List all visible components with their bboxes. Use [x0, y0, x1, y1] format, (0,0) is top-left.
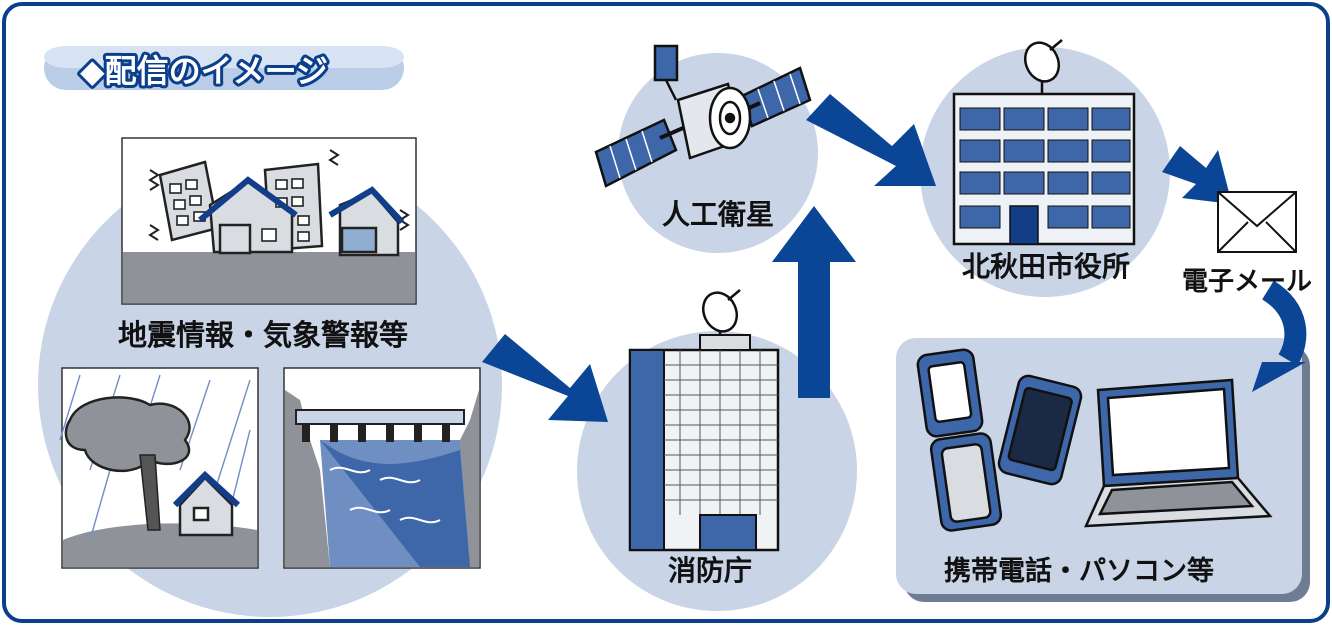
arrow-email-to-devices: [1261, 280, 1307, 366]
diagram-title: ◆配信のイメージ: [80, 52, 328, 90]
fire-agency-label: 消防庁: [668, 554, 752, 587]
satellite-label: 人工衛星: [662, 198, 774, 231]
arrows: [482, 94, 1232, 422]
title-badge: ◆配信のイメージ: [44, 46, 404, 93]
laptop-icon: [1084, 378, 1273, 528]
flood-scene: [283, 367, 481, 569]
devices-label: 携帯電話・パソコン等: [944, 555, 1214, 587]
arrow-fire-agency-to-satellite: [772, 206, 856, 398]
arrow-email-to-devices-head: [1252, 362, 1306, 392]
arrow-city-hall-to-email: [1162, 146, 1232, 204]
smartphone-icon: [997, 374, 1083, 486]
arrow-disaster-to-fire-agency: [482, 334, 608, 422]
city-hall-building-icon: [952, 39, 1136, 246]
satellite-icon: [594, 44, 812, 188]
earthquake-scene: [121, 137, 417, 305]
envelope-icon: [1217, 191, 1297, 253]
email-label: 電子メール: [1182, 267, 1312, 297]
flip-phone-icon: [916, 348, 1003, 532]
city-hall-label: 北秋田市役所: [962, 250, 1130, 283]
storm-scene: [59, 367, 259, 569]
fire-agency-building-icon: [628, 289, 780, 552]
disaster-label: 地震情報・気象警報等: [118, 318, 408, 352]
arrow-satellite-to-city-hall: [806, 94, 936, 186]
